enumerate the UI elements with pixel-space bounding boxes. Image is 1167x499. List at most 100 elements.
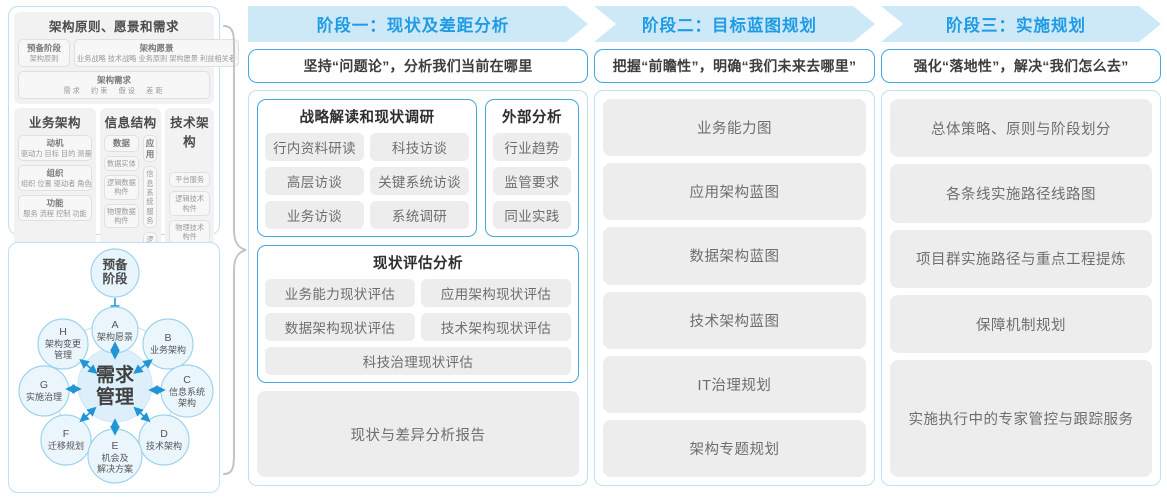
adm-node-c-label1: 信息系统	[169, 386, 205, 397]
chip-executive-interview[interactable]: 高层访谈	[265, 167, 364, 195]
adm-node-h	[37, 318, 89, 370]
architecture-domains-row: 业务架构 动机 驱动力 目标 目的 测量 组织 组织 位置 驱动者 角色 功能	[14, 107, 214, 366]
information-system-service-cell: 信息系统服务	[142, 166, 158, 229]
logical-data-component-cell: 逻辑数据构件	[104, 174, 139, 200]
cell-sub: 数据实体	[107, 158, 136, 168]
assessment-chip-grid: 业务能力现状评估 应用架构现状评估 数据架构现状评估 技术架构现状评估 科技治理…	[265, 279, 571, 375]
architecture-vision-cell: 架构愿景 业务战略 技术战略 业务原则 架构愿景 利益相关者	[74, 39, 239, 67]
organization-cell: 组织 组织 位置 驱动者 角色	[18, 164, 92, 191]
strategy-survey-card: 战略解读和现状调研 行内资料研读 高层访谈 业务访谈 科技访谈 关键系统访谈 系…	[257, 99, 477, 237]
cell-sub: 物理技术构件	[175, 223, 205, 242]
phase-3: 阶段三：实施规划 强化“落地性”，解决“我们怎么去” 总体策略、原则与阶段划分 …	[881, 6, 1161, 493]
cell-sub: 驱动力 目标 目的 测量	[21, 148, 92, 158]
phase-1-caption: 坚持“问题论”，分析我们当前在哪里	[248, 49, 588, 83]
phase-1-header[interactable]: 阶段一：现状及差距分析	[248, 6, 588, 42]
chip-business-interview[interactable]: 业务访谈	[265, 201, 364, 229]
chip-technology-interview[interactable]: 科技访谈	[370, 133, 469, 161]
left-column: 架构原则、愿景和需求 预备阶段 架构原则 架构愿景 业务战略 技术战略 业务原则…	[8, 6, 239, 493]
cell-sub: 业务战略 技术战略 业务原则 架构愿景 利益相关者	[77, 53, 236, 63]
group-title: 技术架构	[170, 115, 210, 149]
data-subcolumn: 数据 数据实体 逻辑数据构件 物理数据构件	[104, 134, 139, 361]
item-business-capability-map[interactable]: 业务能力图	[603, 99, 866, 157]
function-cell: 功能 服务 流程 控制 功能	[18, 194, 92, 221]
card-title: 现状评估分析	[373, 256, 463, 272]
adm-node-g-key: G	[40, 379, 48, 391]
arrow-center-h	[79, 358, 98, 375]
chip-regulatory-requirement[interactable]: 监管要求	[493, 167, 571, 195]
adm-node-f-key: F	[63, 428, 69, 440]
cell-sub: 逻辑数据构件	[107, 177, 136, 197]
item-it-governance-plan[interactable]: IT治理规划	[603, 355, 866, 413]
item-expert-oversight-tracking-service[interactable]: 实施执行中的专家管控与跟踪服务	[890, 360, 1152, 477]
adm-node-c-label2: 架构	[178, 397, 196, 408]
chip-industry-trend[interactable]: 行业趋势	[493, 133, 571, 161]
arrow-center-f	[79, 406, 97, 423]
adm-node-a-key: A	[111, 319, 118, 331]
chip-internal-docs[interactable]: 行内资料研读	[265, 133, 364, 161]
data-entity-cell: 数据实体	[104, 155, 139, 171]
adm-node-f-label: 迁移规划	[48, 440, 84, 451]
arrow-center-b	[133, 359, 153, 374]
chip-application-architecture-assessment[interactable]: 应用架构现状评估	[421, 279, 571, 307]
adm-node-g-label: 实施治理	[26, 391, 62, 402]
phase-3-item-list: 总体策略、原则与阶段划分 各条线实施路径线路图 项目群实施路径与重点工程提炼 保…	[890, 99, 1152, 477]
adm-node-b	[142, 318, 194, 370]
phase-3-header[interactable]: 阶段三：实施规划	[881, 6, 1161, 42]
item-safeguard-mechanism-plan[interactable]: 保障机制规划	[890, 294, 1152, 354]
cell-sub: 物理数据构件	[107, 206, 136, 226]
adm-node-e-label2: 解决方案	[97, 463, 133, 474]
adm-node-h-label2: 管理	[54, 349, 72, 360]
cell-head: 预备阶段	[26, 43, 61, 53]
adm-cycle-svg: 预备 阶段 需求 管理 A 架构愿景 H 架构变更 管理 B 业务架	[18, 248, 214, 484]
adm-node-h-label1: 架构变更	[45, 338, 81, 349]
item-overall-strategy-principles-phasing[interactable]: 总体策略、原则与阶段划分	[890, 99, 1152, 158]
chip-key-system-interview[interactable]: 关键系统访谈	[370, 167, 469, 195]
chip-system-survey[interactable]: 系统调研	[370, 201, 469, 229]
logical-technology-component-cell: 逻辑技术构件	[169, 191, 210, 217]
motivation-cell: 动机 驱动力 目标 目的 测量	[18, 134, 92, 161]
phase-1-header-label: 阶段一：现状及差距分析	[316, 17, 510, 35]
phase-1-body: 战略解读和现状调研 行内资料研读 高层访谈 业务访谈 科技访谈 关键系统访谈 系…	[248, 90, 588, 486]
item-application-architecture-blueprint[interactable]: 应用架构蓝图	[603, 163, 866, 221]
adm-node-d-key: D	[160, 428, 168, 440]
cell-sub: 逻辑技术构件	[175, 194, 205, 213]
adm-center-line1: 需求	[96, 363, 135, 386]
cell-head: 数据	[112, 137, 130, 148]
item-architecture-topic-plan[interactable]: 架构专题规划	[603, 419, 866, 478]
cell-sub: 服务 流程 控制 功能	[23, 208, 87, 218]
phase-2-body: 业务能力图 应用架构蓝图 数据架构蓝图 技术架构蓝图 IT治理规划 架构专题规划	[594, 90, 875, 486]
item-data-architecture-blueprint[interactable]: 数据架构蓝图	[603, 227, 866, 285]
adm-node-b-key: B	[164, 332, 171, 344]
cell-sub: 信息系统服务	[146, 169, 154, 226]
phase-2: 阶段二：目标蓝图规划 把握“前瞻性”，明确“我们未来去哪里” 业务能力图 应用架…	[594, 6, 875, 493]
item-program-path-key-projects[interactable]: 项目群实施路径与重点工程提炼	[890, 229, 1152, 288]
chip-data-architecture-assessment[interactable]: 数据架构现状评估	[265, 313, 415, 341]
card-title: 外部分析	[502, 110, 562, 126]
phase-2-item-list: 业务能力图 应用架构蓝图 数据架构蓝图 技术架构蓝图 IT治理规划 架构专题规划	[603, 99, 866, 478]
chip-technology-architecture-assessment[interactable]: 技术架构现状评估	[421, 313, 571, 341]
chip-business-capability-assessment[interactable]: 业务能力现状评估	[265, 279, 415, 307]
phase-2-header[interactable]: 阶段二：目标蓝图规划	[594, 6, 875, 42]
business-cell-stack: 动机 驱动力 目标 目的 测量 组织 组织 位置 驱动者 角色 功能 服务 流程…	[18, 134, 92, 221]
chip-it-governance-assessment[interactable]: 科技治理现状评估	[265, 347, 571, 375]
chip-peer-practice[interactable]: 同业实践	[493, 201, 571, 229]
adm-preliminary-line2: 阶段	[102, 271, 128, 286]
physical-data-component-cell: 物理数据构件	[104, 203, 139, 229]
brace-connector	[223, 25, 247, 475]
phase-3-header-label: 阶段三：实施规划	[946, 17, 1086, 35]
item-technology-architecture-blueprint[interactable]: 技术架构蓝图	[603, 291, 866, 349]
cell-head: 架构愿景	[139, 43, 174, 53]
adm-node-e-label1: 机会及	[101, 452, 128, 463]
togaf-content-framework-panel: 架构原则、愿景和需求 预备阶段 架构原则 架构愿景 业务战略 技术战略 业务原则…	[8, 6, 239, 418]
current-state-assessment-card: 现状评估分析 业务能力现状评估 应用架构现状评估 数据架构现状评估 技术架构现状…	[257, 245, 579, 383]
adm-node-g	[18, 365, 70, 417]
item-line-implementation-roadmap[interactable]: 各条线实施路径线路图	[890, 164, 1152, 223]
gap-analysis-report-chip[interactable]: 现状与差异分析报告	[257, 391, 579, 477]
survey-chip-column-left: 行内资料研读 高层访谈 业务访谈	[265, 133, 364, 229]
phase-2-header-label: 阶段二：目标蓝图规划	[642, 17, 817, 35]
adm-node-preliminary	[90, 248, 140, 298]
architecture-principles-group: 架构原则、愿景和需求 预备阶段 架构原则 架构愿景 业务战略 技术战略 业务原则…	[14, 12, 239, 104]
cell-head: 架构需求	[96, 74, 131, 85]
physical-technology-component-cell: 物理技术构件	[169, 220, 210, 245]
